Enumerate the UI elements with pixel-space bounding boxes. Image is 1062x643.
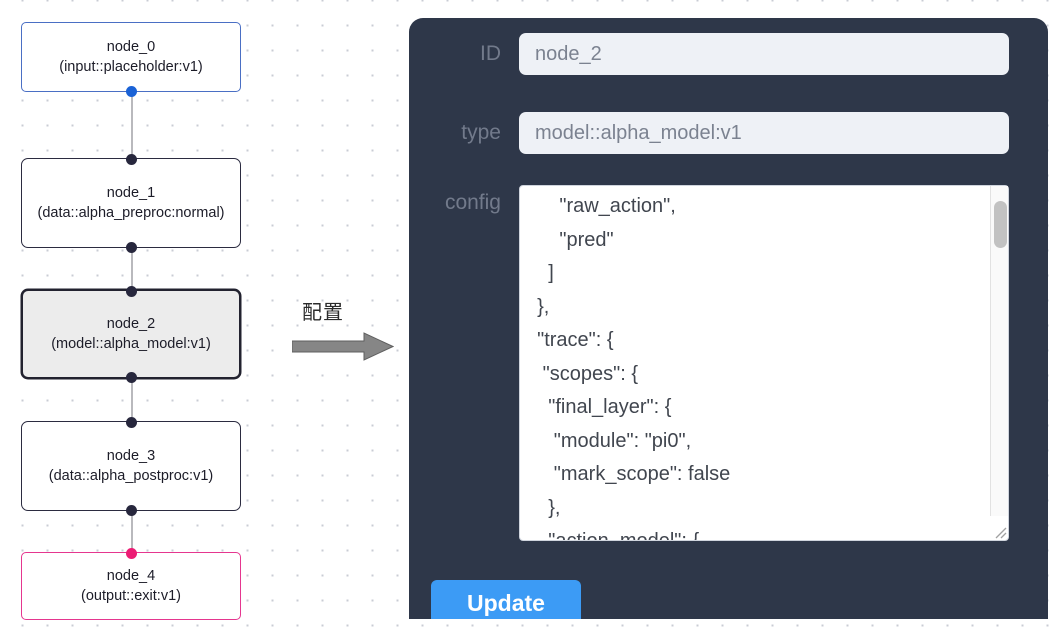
type-input[interactable] <box>519 112 1009 154</box>
graph-node-node_1[interactable]: node_1 (data::alpha_preproc:normal) <box>21 153 241 253</box>
field-row-type: type <box>409 112 1009 154</box>
edge-node1-node2 <box>131 247 134 289</box>
node-name-label: node_1 <box>106 185 156 201</box>
update-button[interactable]: Update <box>431 580 581 619</box>
configure-annotation: 配置 <box>292 296 400 366</box>
edge-node3-node4 <box>131 510 134 550</box>
node-type-label: (data::alpha_preproc:normal) <box>37 205 225 221</box>
node-type-label: (output::exit:v1) <box>81 588 181 604</box>
edge-node0-node1 <box>131 92 134 162</box>
node-output-port[interactable] <box>125 504 137 516</box>
node-input-port[interactable] <box>125 285 137 297</box>
resize-grip-icon[interactable] <box>991 523 1007 539</box>
node-input-port[interactable] <box>125 547 137 559</box>
node-graph-canvas[interactable]: node_0 (input::placeholder:v1) node_1 (d… <box>0 0 300 643</box>
id-input[interactable] <box>519 33 1009 75</box>
node-output-port[interactable] <box>125 241 137 253</box>
node-output-port[interactable] <box>125 371 137 383</box>
id-field-label: ID <box>480 42 501 65</box>
config-scrollbar-track[interactable] <box>990 186 1008 516</box>
node-name-label: node_4 <box>106 568 156 584</box>
node-type-label: (model::alpha_model:v1) <box>51 336 211 352</box>
node-type-label: (input::placeholder:v1) <box>59 59 203 75</box>
field-row-id: ID <box>409 33 1009 75</box>
config-field-label: config <box>444 191 501 214</box>
node-name-label: node_3 <box>106 448 156 464</box>
node-type-label: (data::alpha_postproc:v1) <box>48 468 214 484</box>
annotation-label: 配置 <box>302 300 344 324</box>
config-scrollbar-thumb[interactable] <box>994 201 1007 248</box>
config-textarea[interactable]: "raw_action", "pred" ] }, "trace": { "sc… <box>519 185 1009 541</box>
graph-node-node_0[interactable]: node_0 (input::placeholder:v1) <box>21 22 241 97</box>
node-output-port[interactable] <box>125 85 137 97</box>
graph-node-node_3[interactable]: node_3 (data::alpha_postproc:v1) <box>21 416 241 516</box>
edge-node2-node3 <box>131 375 134 417</box>
graph-node-node_4[interactable]: node_4 (output::exit:v1) <box>21 547 241 620</box>
node-input-port[interactable] <box>125 153 137 165</box>
right-arrow-icon <box>292 332 394 361</box>
node-input-port[interactable] <box>125 416 137 428</box>
node-name-label: node_0 <box>106 39 156 55</box>
graph-node-node_2[interactable]: node_2 (model::alpha_model:v1) <box>21 285 241 383</box>
node-name-label: node_2 <box>106 316 156 332</box>
type-field-label: type <box>461 121 501 144</box>
node-config-panel: ID type config "raw_action", "pred" ] },… <box>409 18 1048 619</box>
config-textarea-wrapper: "raw_action", "pred" ] }, "trace": { "sc… <box>519 185 1009 541</box>
field-row-config: config "raw_action", "pred" ] }, "trace"… <box>409 185 1009 541</box>
